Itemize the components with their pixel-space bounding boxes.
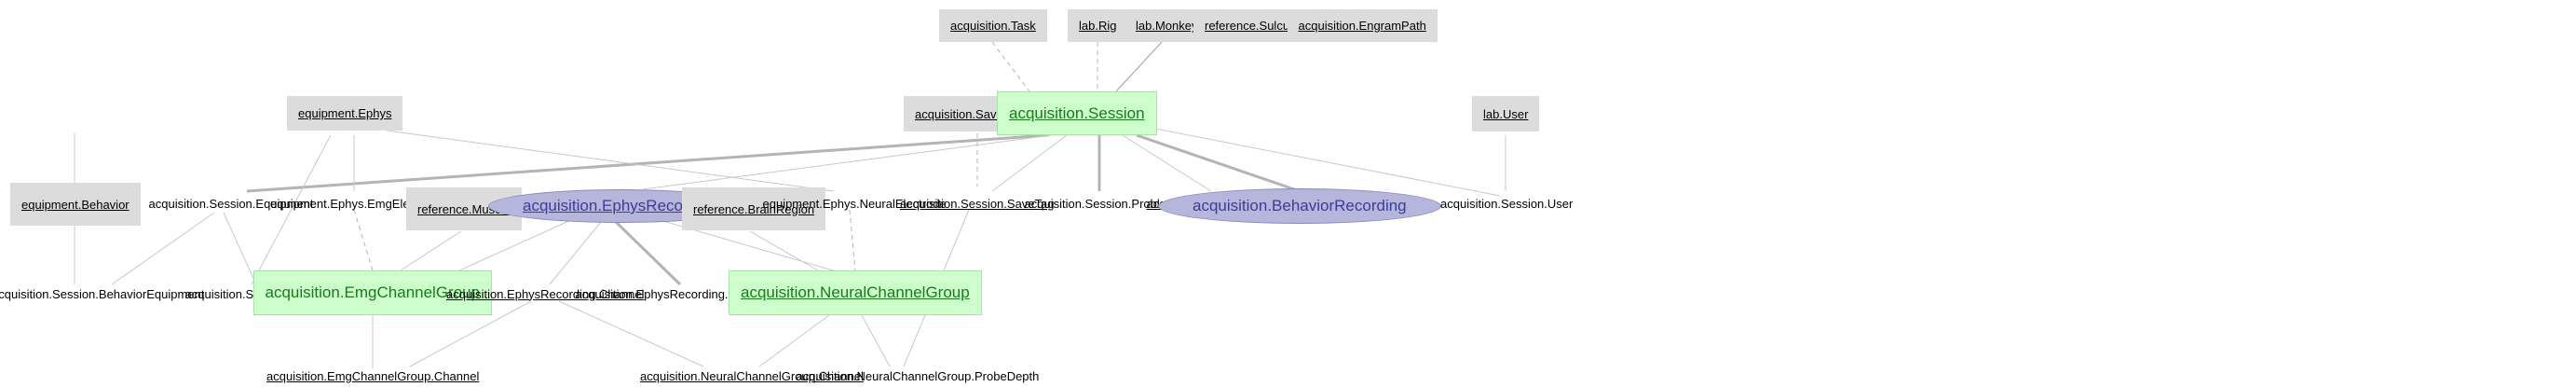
node-neuralchannelgroup-channel[interactable]: acquisition.NeuralChannelGroup.Channel <box>640 368 864 383</box>
edge-recchannel-neuralchannel <box>558 300 704 367</box>
edge-ephys-neuralelectrode <box>386 130 835 192</box>
edge-session-sessuser <box>1140 125 1501 197</box>
edge-emgelectrode-emggroup <box>353 209 374 271</box>
node-acquisition-engrampath[interactable]: acquisition.EngramPath <box>1287 9 1438 42</box>
edge-ephysrec-emggroup <box>446 218 574 277</box>
node-neuralchannelgroup-probedepth[interactable]: acquisition.NeuralChannelGroup.ProbeDept… <box>796 368 1040 383</box>
edge-neuralgroup-neuralchannel <box>758 314 830 367</box>
node-reference-muscle[interactable]: reference.Muscle <box>406 187 522 230</box>
node-acquisition-task[interactable]: acquisition.Task <box>939 9 1047 42</box>
node-emgchannelgroup-channel[interactable]: acquisition.EmgChannelGroup.Channel <box>266 368 480 383</box>
node-session-user[interactable]: acquisition.Session.User <box>1440 196 1574 211</box>
node-acquisition-session[interactable]: acquisition.Session <box>997 91 1157 135</box>
edge-session-notes <box>1122 134 1212 192</box>
edge-muscle-emggroup <box>400 230 462 271</box>
node-ephys-emgelectrode[interactable]: equipment.Ephys.EmgElectrode <box>270 196 443 211</box>
node-ephysrecording-channel[interactable]: acquisition.EphysRecording.Channel <box>446 286 645 301</box>
node-reference-brainregion[interactable]: reference.BrainRegion <box>682 187 826 230</box>
node-session-behaviorequipment[interactable]: acquisition.Session.BehaviorEquipment <box>0 286 205 301</box>
edge-monkey-session <box>1115 41 1163 92</box>
edge-session-ephysrec <box>642 134 1052 190</box>
node-lab-rig[interactable]: lab.Rig <box>1068 9 1128 42</box>
edge-session-savetag <box>991 134 1068 192</box>
node-ephys-neuralelectrode[interactable]: equipment.Ephys.NeuralElectrode <box>762 196 947 211</box>
node-lab-user[interactable]: lab.User <box>1472 96 1540 131</box>
edge-recchannel-emgchannel <box>409 300 532 367</box>
edge-session-sessequip <box>246 133 1049 193</box>
edge-neuralgroup-probedepth <box>861 314 891 367</box>
edge-sessequip-behavequip <box>111 212 215 285</box>
node-session-savetag[interactable]: acquisition.Session.SaveTag <box>900 196 1055 211</box>
node-session-equipment[interactable]: acquisition.Session.Equipment <box>148 196 314 211</box>
edge-session-behaviorrec <box>1136 133 1301 193</box>
node-equipment-behavior[interactable]: equipment.Behavior <box>10 183 141 226</box>
edge-ephysrec-recchannel <box>549 221 602 285</box>
edge-sessequip-ephysequip <box>223 212 257 285</box>
node-acquisition-emgchannelgroup[interactable]: acquisition.EmgChannelGroup <box>252 270 493 315</box>
edge-ephysrec-blackrock <box>613 219 682 286</box>
node-equipment-ephys[interactable]: equipment.Ephys <box>287 96 403 131</box>
edge-task-session <box>991 41 1030 92</box>
edge-ephys-ephysequip <box>251 134 332 285</box>
node-acquisition-behaviorrecording[interactable]: acquisition.BehaviorRecording <box>1158 188 1441 224</box>
edge-neuralelectrode-neuralgroup <box>849 209 856 271</box>
node-acquisition-neuralchannelgroup[interactable]: acquisition.NeuralChannelGroup <box>729 270 982 315</box>
edge-brainregion-neuralgroup <box>749 230 819 271</box>
node-session-problem[interactable]: acquisition.Session.Problem <box>1024 196 1177 211</box>
